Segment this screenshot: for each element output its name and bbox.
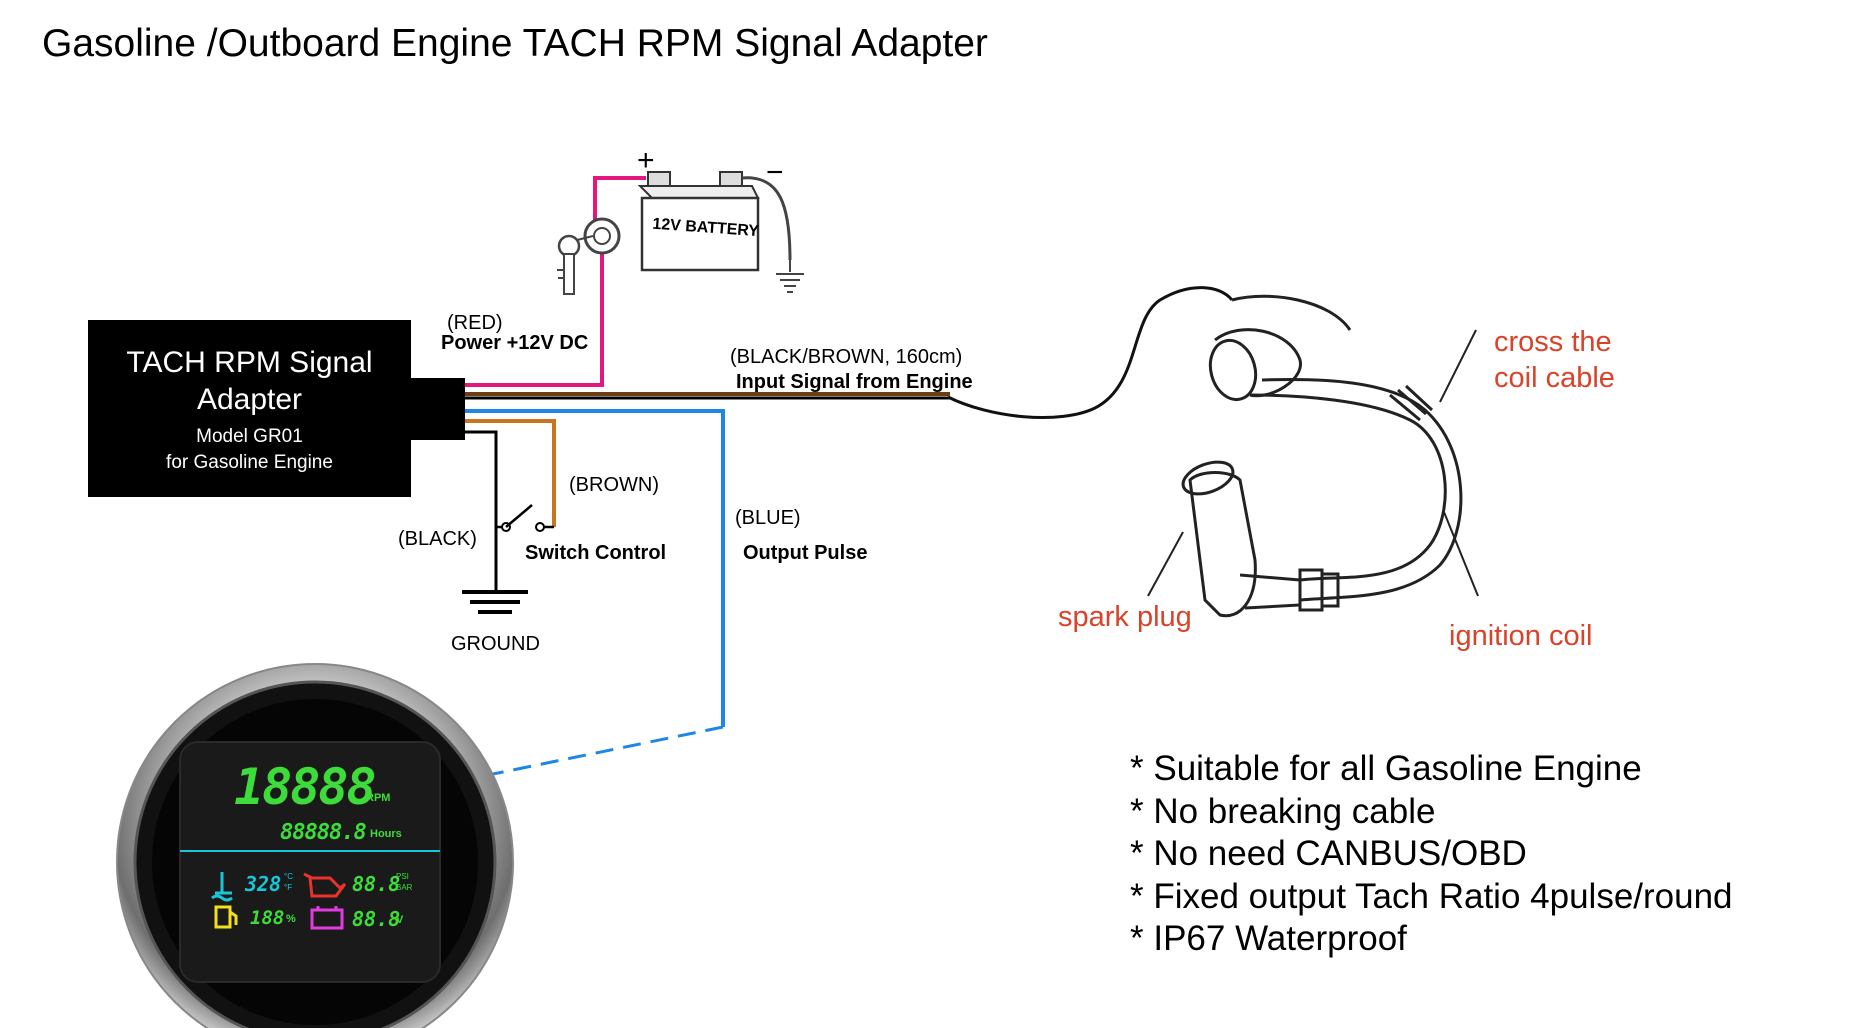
ignition-coil-label: ignition coil — [1449, 620, 1593, 652]
black-wire — [411, 430, 498, 590]
red-wire-color-label: (RED) — [447, 312, 503, 334]
battery-minus: − — [766, 156, 784, 189]
switch-contact-right — [535, 522, 545, 532]
blue-wire — [411, 409, 725, 727]
blue-signal-dashed — [404, 725, 724, 794]
gauge-hours-value: 88888.8 — [280, 820, 367, 845]
input-wire-cable — [947, 286, 1234, 420]
gauge-oil-unit-psi: PSI — [396, 872, 409, 881]
red-wire-function-label: Power +12V DC — [441, 332, 589, 354]
gauge-volt-value: 88.8 — [352, 907, 401, 931]
brown-wire-function-label: Switch Control — [525, 542, 667, 564]
adapter-title-line1: TACH RPM Signal — [126, 346, 373, 379]
ground-label: GROUND — [451, 633, 540, 655]
brown-wire-color-label: (BROWN) — [569, 474, 659, 496]
feature-item: * IP67 Waterproof — [1130, 919, 1407, 958]
ignition-key-icon — [557, 217, 621, 295]
gauge-oil-unit-bar: BAR — [396, 883, 413, 892]
black-wire-color-label: (BLACK) — [398, 528, 477, 550]
adapter-title-line2: Adapter — [196, 383, 303, 416]
switch-lever — [505, 504, 533, 528]
input-wire-color-label: (BLACK/BROWN, 160cm) — [730, 346, 963, 368]
gauge-volt-unit: V — [396, 914, 404, 926]
feature-item: * Fixed output Tach Ratio 4pulse/round — [1130, 876, 1733, 916]
blue-wire-function-label: Output Pulse — [743, 542, 868, 564]
adapter-box: TACH RPM Signal Adapter Model GR01 for G… — [88, 320, 411, 497]
cross-label: cross the — [1494, 326, 1612, 358]
gauge-fuel-unit: % — [286, 913, 296, 925]
ground-symbol-icon — [462, 590, 528, 614]
red-wire — [411, 241, 604, 387]
battery-icon — [637, 171, 804, 293]
battery-plus: + — [637, 144, 655, 177]
gauge-temp-value: 328 — [245, 872, 282, 896]
coil-cable-label: coil cable — [1494, 362, 1615, 394]
feature-item: * Suitable for all Gasoline Engine — [1130, 749, 1642, 788]
feature-item: * No need CANBUS/OBD — [1130, 834, 1527, 873]
page-title: Gasoline /Outboard Engine TACH RPM Signa… — [42, 22, 988, 65]
gauge-temp-unit-f: °F — [284, 883, 293, 892]
gauge-hours-unit: Hours — [370, 828, 402, 840]
adapter-connector — [411, 378, 465, 440]
gauge-rpm-unit: RPM — [366, 792, 391, 804]
red-wire-upper — [593, 176, 646, 232]
gauge-oil-value: 88.8 — [352, 872, 401, 896]
adapter-engine: for Gasoline Engine — [166, 452, 333, 473]
gauge-temp-unit-c: °C — [284, 872, 293, 881]
adapter-model: Model GR01 — [196, 426, 303, 447]
gauge-fuel-value: 188 — [250, 907, 285, 929]
spark-plug-label: spark plug — [1058, 601, 1192, 633]
input-wire-function-label: Input Signal from Engine — [736, 371, 973, 393]
feature-item: * No breaking cable — [1130, 791, 1436, 831]
ignition-coil-illustration — [1181, 294, 1463, 618]
gauge-rpm-value: 18888 — [234, 758, 377, 816]
feature-list: * Suitable for all Gasoline Engine * No … — [1130, 748, 1733, 961]
blue-wire-color-label: (BLUE) — [735, 507, 801, 529]
